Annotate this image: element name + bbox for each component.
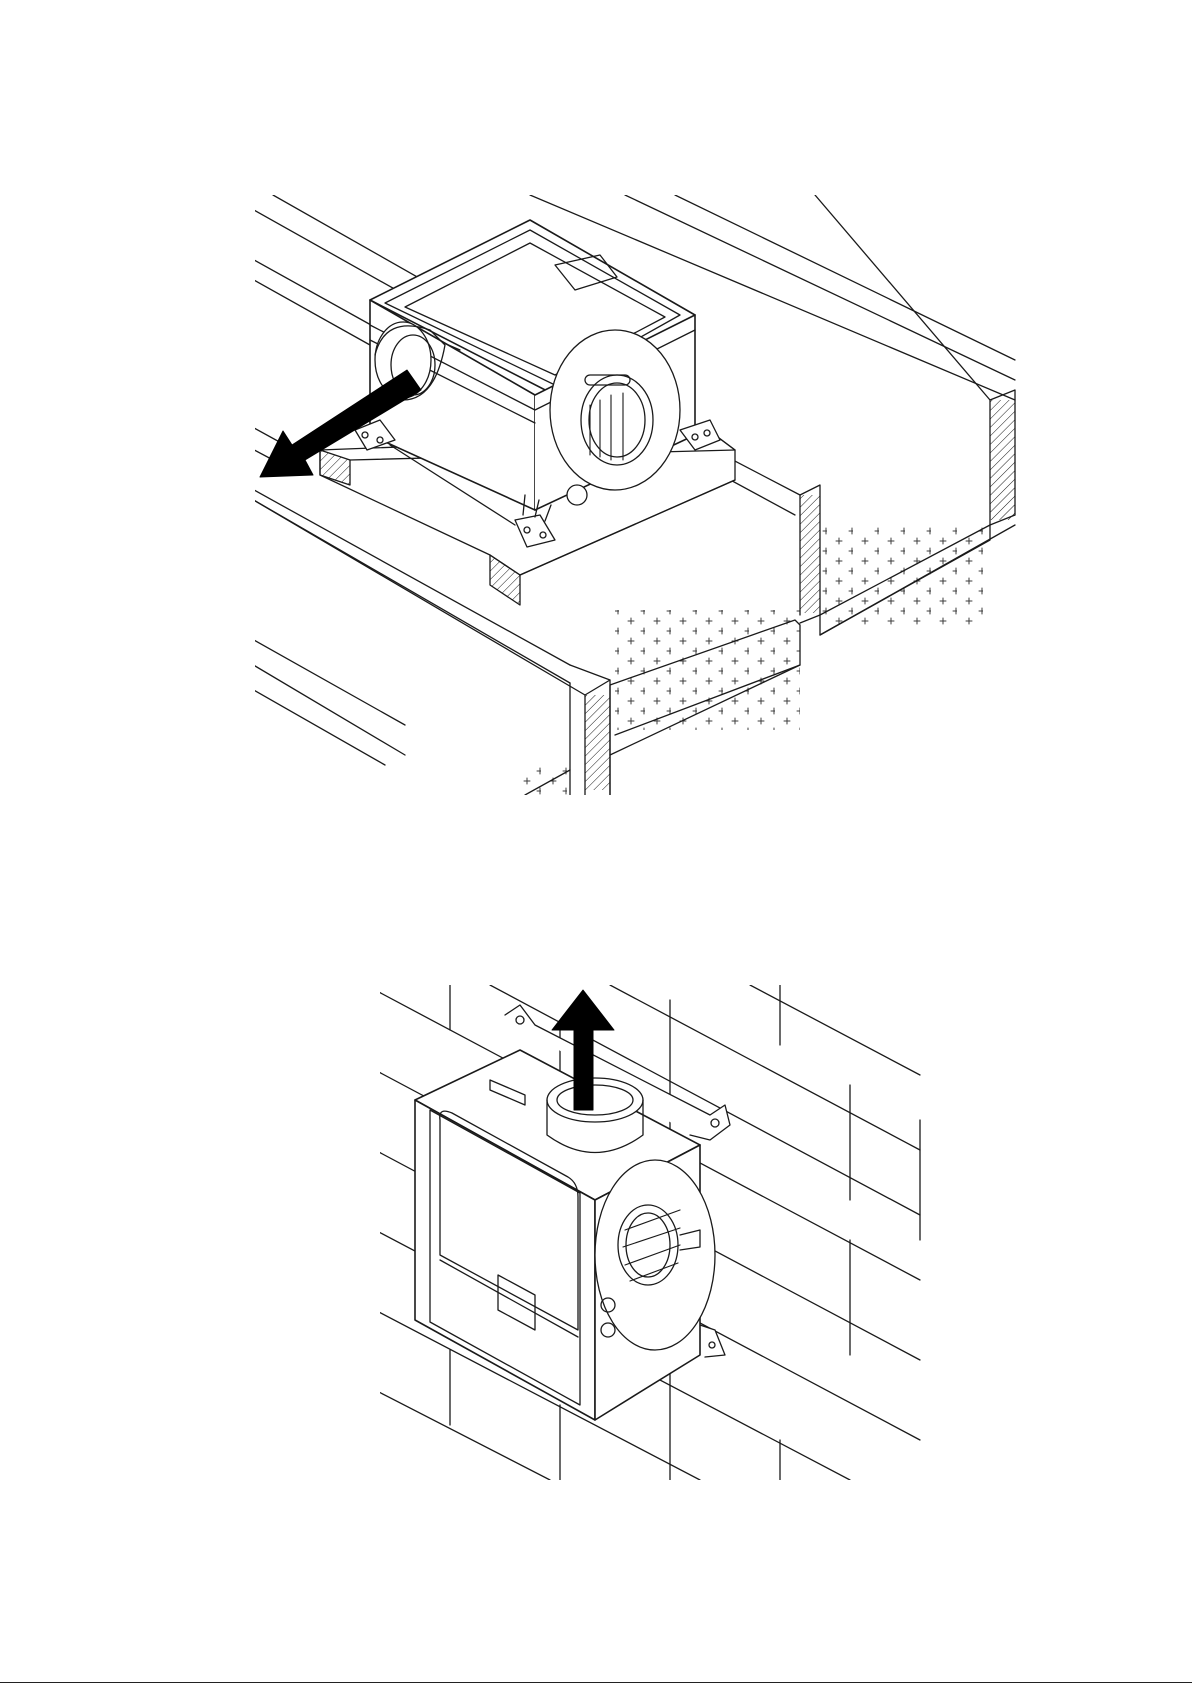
- ceiling-installation-illustration: [255, 195, 1090, 795]
- joist-back: [815, 195, 1015, 525]
- page-bottom-rule: [0, 1682, 1192, 1683]
- wall-installation-illustration: [380, 985, 930, 1480]
